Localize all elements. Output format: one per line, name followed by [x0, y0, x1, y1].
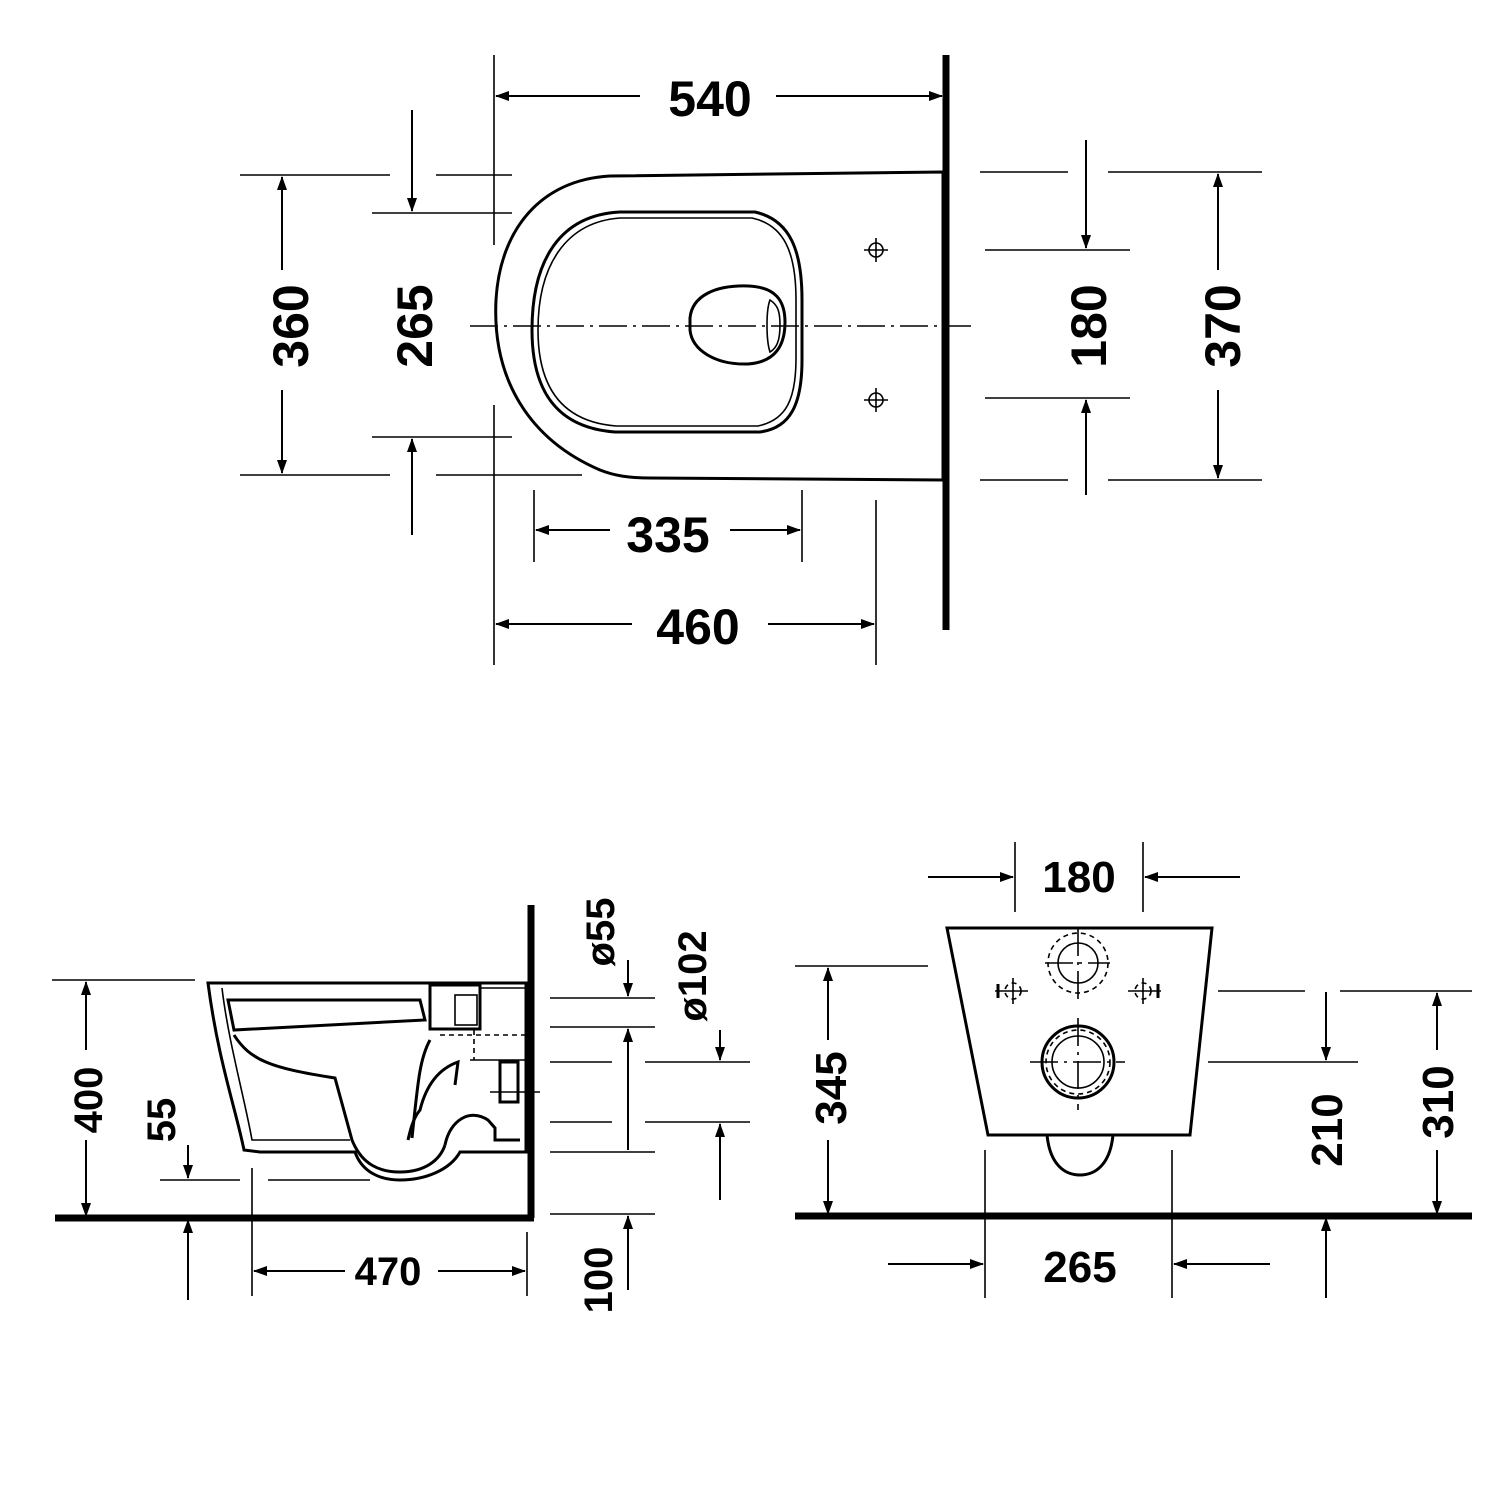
dim-dia55: ø55 — [579, 898, 623, 967]
top-view-bowl-outline — [494, 170, 945, 482]
fixing-hole-top — [864, 238, 888, 262]
dim-100: 100 — [577, 1247, 621, 1314]
dim-470: 470 — [355, 1250, 422, 1294]
outlet-circle — [1030, 1018, 1125, 1110]
dim-55-side: 55 — [140, 1098, 184, 1143]
fixing-left — [995, 978, 1028, 1004]
top-view-outlet — [688, 284, 787, 366]
inlet-circle — [1045, 928, 1110, 1000]
side-view: 400 55 470 100 ø55 ø102 — [52, 898, 750, 1314]
dim-335: 335 — [626, 507, 709, 563]
top-view-inner-bowl — [530, 210, 804, 434]
dim-460: 460 — [656, 599, 739, 655]
dim-400: 400 — [67, 1067, 111, 1134]
back-view-plate — [945, 926, 1214, 1137]
back-view: 180 265 345 210 310 — [795, 842, 1472, 1298]
dim-540: 540 — [668, 71, 751, 127]
dim-310: 310 — [1414, 1065, 1463, 1138]
dim-180-back: 180 — [1042, 853, 1115, 902]
dim-dia102: ø102 — [671, 930, 715, 1021]
top-view: 540 360 265 180 370 335 — [240, 55, 1262, 665]
dim-360: 360 — [263, 284, 319, 367]
dim-180-top: 180 — [1061, 284, 1117, 367]
dim-345: 345 — [807, 1051, 856, 1124]
dim-210: 210 — [1303, 1093, 1352, 1166]
fixing-hole-bottom — [864, 388, 888, 412]
dim-370: 370 — [1195, 284, 1251, 367]
fixing-right — [1128, 978, 1161, 1004]
dim-265-top: 265 — [387, 284, 443, 367]
side-view-bowl — [206, 981, 528, 1182]
dim-265-back: 265 — [1043, 1243, 1116, 1292]
